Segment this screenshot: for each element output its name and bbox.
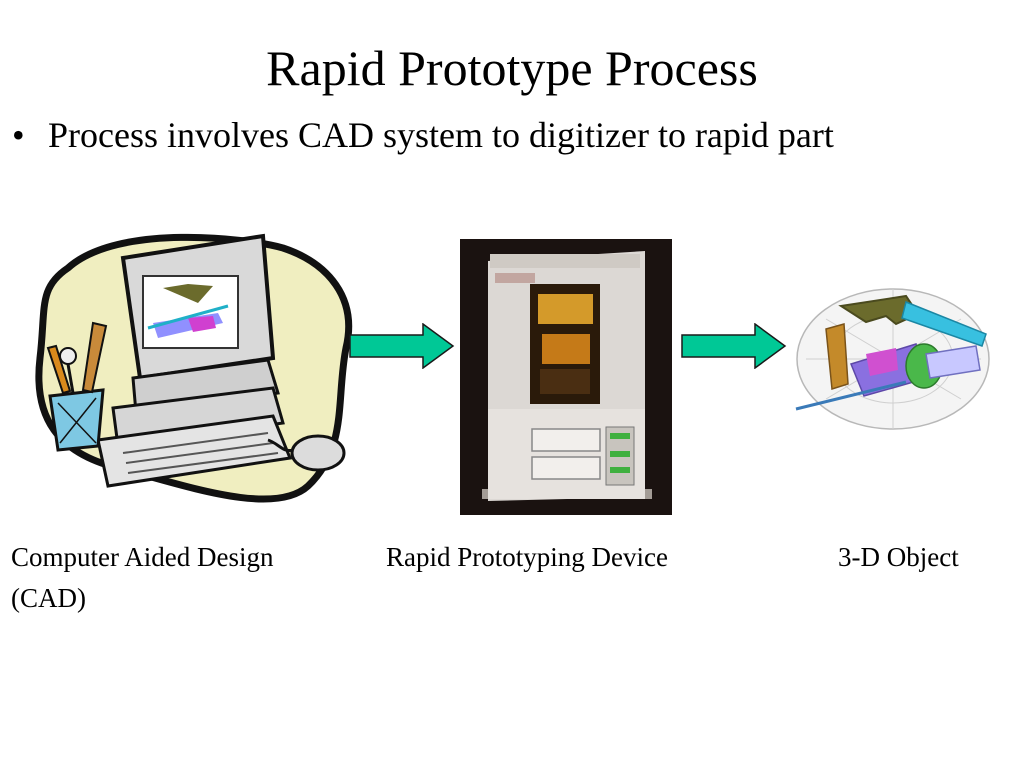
rapid-prototyping-device-image bbox=[460, 239, 672, 515]
caption-cad: Computer Aided Design bbox=[11, 542, 274, 572]
mouse-icon bbox=[290, 434, 346, 472]
bullet-point: • Process involves CAD system to digitize… bbox=[12, 112, 834, 158]
flow-arrow-1 bbox=[349, 323, 455, 369]
drawer-bottom bbox=[531, 456, 601, 480]
keyboard-icon bbox=[96, 414, 293, 488]
arrow-right-icon bbox=[349, 323, 455, 369]
3d-object-image bbox=[795, 288, 990, 430]
slide-title: Rapid Prototype Process bbox=[266, 40, 758, 96]
cad-computer-image bbox=[35, 233, 353, 503]
drawer-top bbox=[531, 428, 601, 452]
caption-cad-abbrev: (CAD) bbox=[11, 583, 86, 613]
caption-rapid-prototyping-device: Rapid Prototyping Device bbox=[386, 542, 668, 572]
bullet-text: Process involves CAD system to digitizer… bbox=[48, 115, 834, 155]
flow-arrow-2 bbox=[681, 323, 787, 369]
arrow-right-icon bbox=[681, 323, 787, 369]
caption-3d-object: 3-D Object bbox=[838, 542, 959, 572]
bullet-marker: • bbox=[12, 115, 25, 155]
